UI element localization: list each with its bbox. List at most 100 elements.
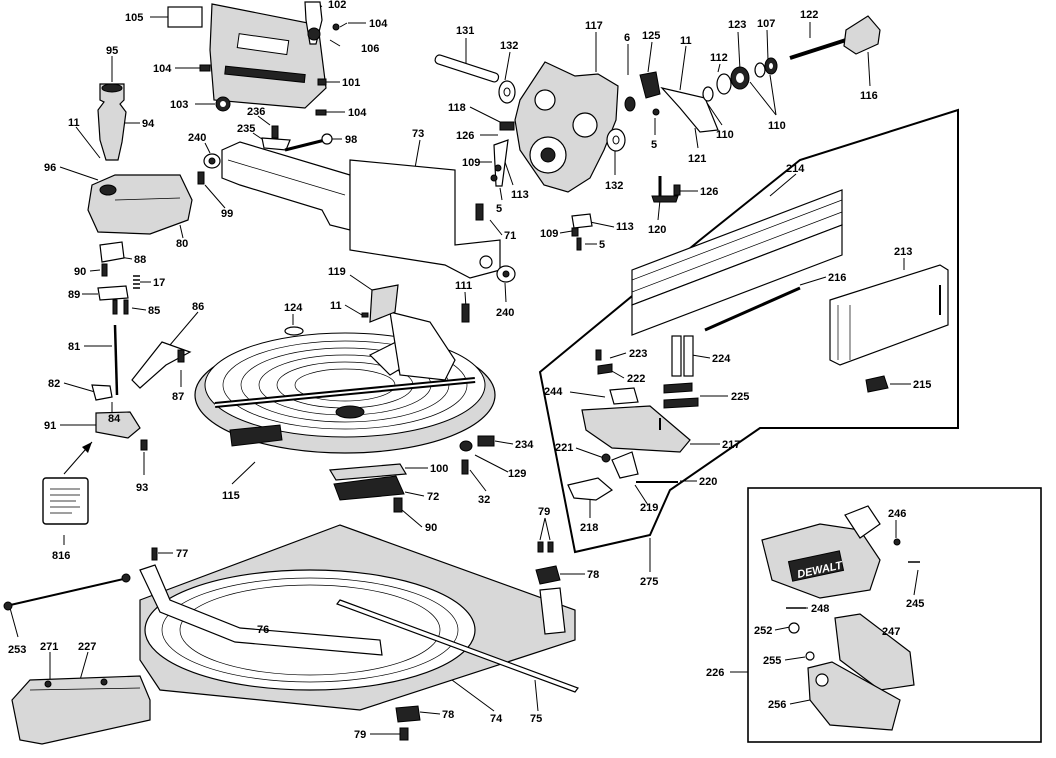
- callout: 88: [134, 254, 146, 266]
- callout: 5: [599, 239, 605, 251]
- callout: 125: [642, 30, 660, 42]
- callout: 110: [716, 129, 734, 141]
- callout: 79: [538, 506, 550, 518]
- callout: 104: [369, 18, 388, 30]
- callout: 116: [860, 90, 878, 102]
- callout: 5: [496, 203, 502, 215]
- callout: 245: [906, 598, 924, 610]
- callout: 5: [651, 139, 657, 151]
- callout: 72: [427, 491, 439, 503]
- callout: 103: [170, 99, 188, 111]
- callout: 111: [455, 280, 472, 292]
- callout: 76: [257, 624, 269, 636]
- callout: 122: [800, 9, 818, 21]
- callout: 99: [221, 208, 233, 220]
- callout: 247: [882, 626, 900, 638]
- callout: 95: [106, 45, 118, 57]
- callout: 252: [754, 625, 772, 637]
- callout: 253: [8, 644, 26, 656]
- guard-226: DEWALT: [761, 505, 881, 599]
- arm-casting-117: [514, 61, 619, 193]
- fence-rail: [221, 141, 351, 231]
- callout: 216: [828, 272, 846, 284]
- callout: 81: [68, 341, 80, 353]
- callout: 78: [587, 569, 599, 581]
- guard-kit-226-box: [747, 487, 1042, 743]
- callout: 129: [508, 468, 526, 480]
- callout: 80: [176, 238, 188, 250]
- callout: 105: [125, 12, 143, 24]
- part-drawings: DEWALT: [3, 1, 949, 745]
- callout: 271: [40, 641, 58, 653]
- knob-116: [843, 15, 881, 55]
- callout: 82: [48, 378, 60, 390]
- turntable-115: [194, 311, 496, 454]
- callout: 219: [640, 502, 658, 514]
- callout: 222: [627, 373, 645, 385]
- callout: 104: [153, 63, 172, 75]
- callout: 104: [348, 107, 367, 119]
- callout: 214: [786, 163, 805, 175]
- callout: 109: [540, 228, 558, 240]
- callout: 816: [52, 550, 70, 562]
- callout: 218: [580, 522, 598, 534]
- saw-blade-plate: [389, 311, 456, 381]
- callout: 77: [176, 548, 188, 560]
- callout: 107: [757, 18, 775, 30]
- label-plate-105: [167, 6, 203, 28]
- plate-91: [95, 411, 141, 439]
- callout: 110: [768, 120, 786, 132]
- callout: 73: [412, 128, 424, 140]
- callout: 11: [330, 300, 342, 312]
- callout: 225: [731, 391, 749, 403]
- callout: 113: [616, 221, 634, 233]
- callout: 255: [763, 655, 781, 667]
- callout: 256: [768, 699, 786, 711]
- callout: 71: [504, 230, 516, 242]
- callout: 213: [894, 246, 912, 258]
- callout: 118: [448, 102, 466, 114]
- callout: 74: [490, 713, 503, 725]
- callout: 217: [722, 439, 740, 451]
- strip-76: [139, 564, 383, 656]
- callout: 234: [515, 439, 534, 451]
- callout: 121: [688, 153, 706, 165]
- callout: 96: [44, 162, 56, 174]
- callout: 240: [496, 307, 514, 319]
- callout: 112: [710, 52, 728, 64]
- callout: 113: [511, 189, 529, 201]
- callout: 248: [811, 603, 829, 615]
- callout: 120: [648, 224, 666, 236]
- callout: 123: [728, 19, 746, 31]
- callout: 94: [142, 118, 155, 130]
- clamp-218: [567, 477, 614, 501]
- callout: 32: [478, 494, 490, 506]
- callout: 102: [328, 0, 346, 11]
- callout: 236: [247, 106, 265, 118]
- block-213: [829, 264, 949, 366]
- callout: 223: [629, 348, 647, 360]
- callout: 220: [699, 476, 717, 488]
- callout: 119: [328, 266, 346, 278]
- callout: 132: [605, 180, 623, 192]
- callout: 106: [361, 43, 379, 55]
- callout: 240: [188, 132, 206, 144]
- callout: 126: [456, 130, 474, 142]
- callout: 78: [442, 709, 454, 721]
- callout: 109: [462, 157, 480, 169]
- callout: 124: [284, 302, 303, 314]
- plate-217: [581, 405, 691, 453]
- callout: 79: [354, 729, 366, 741]
- callout: 98: [345, 134, 357, 146]
- base-housing-80: [87, 174, 193, 235]
- callout: 224: [712, 353, 731, 365]
- callout: 126: [700, 186, 718, 198]
- callout: 75: [530, 713, 542, 725]
- callout: 85: [148, 305, 160, 317]
- callout: 87: [172, 391, 184, 403]
- callout: 11: [680, 35, 692, 47]
- callout: 11: [68, 117, 80, 129]
- callout: 221: [555, 442, 573, 454]
- kit-275-outline: [538, 108, 959, 554]
- callout: 115: [222, 490, 240, 502]
